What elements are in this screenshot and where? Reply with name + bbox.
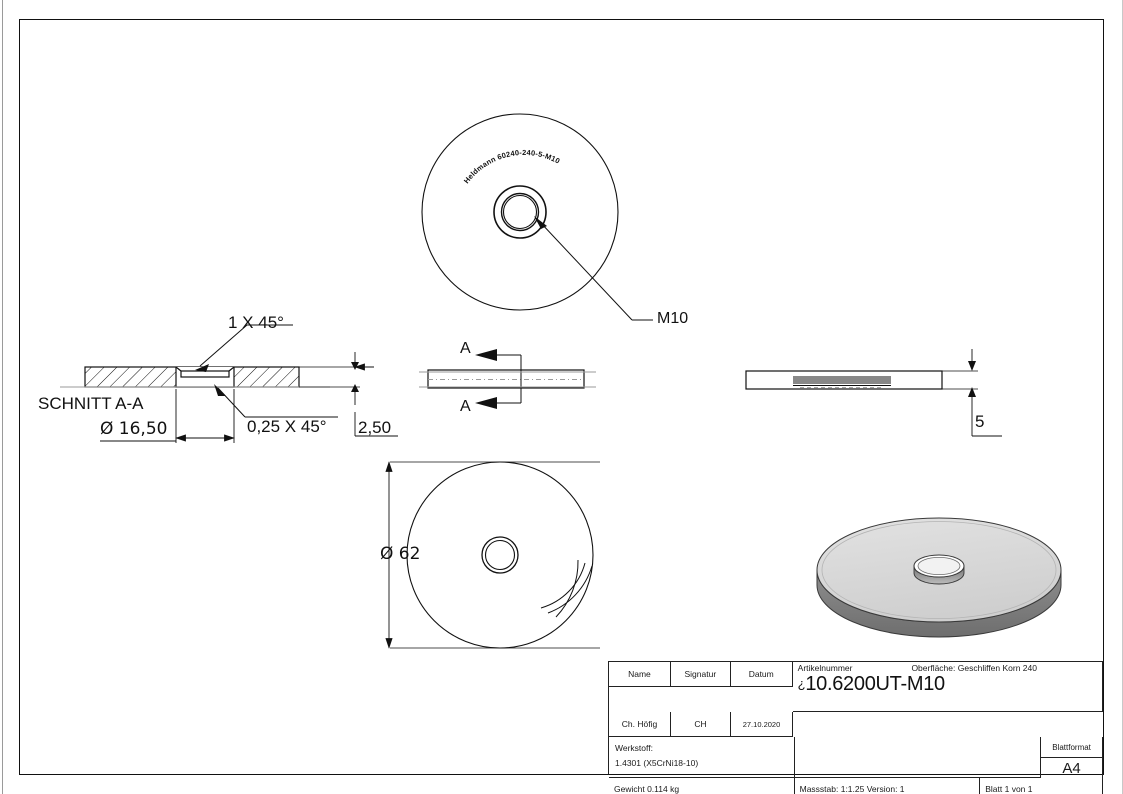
title-block-row-footer: Gewicht 0.114 kg Massstab: 1:1.25 Versio…	[609, 778, 1103, 794]
sheet-format-value: A4	[1062, 759, 1081, 777]
outer-diameter-dimension: Ø 62	[380, 544, 421, 564]
material-label: Werkstoff:	[615, 743, 653, 753]
counterbore-depth-dimension: 2,50	[358, 418, 392, 437]
title-block: Name Signatur Datum Artikelnummer Oberfl…	[608, 661, 1103, 794]
material-value: 1.4301 (X5CrNi18-10)	[615, 758, 699, 768]
surface-value: Geschliffen Korn 240	[957, 663, 1037, 673]
section-title-label: SCHNITT A-A	[38, 394, 144, 413]
article-number-cell: Artikelnummer Oberfläche: Geschliffen Ko…	[792, 662, 1103, 712]
thread-callout-m10: M10	[657, 310, 689, 327]
chamfer-large-dimension: 1 X 45°	[228, 313, 284, 332]
article-number-value: 10.6200UT-M10	[805, 673, 945, 695]
article-prefix-glyph: ¿	[797, 676, 806, 691]
section-mark-a-bottom: A	[460, 398, 471, 415]
article-number-value-line: ¿10.6200UT-M10	[798, 673, 1097, 695]
header-datum: Datum	[730, 662, 793, 687]
page-edge-left	[2, 0, 3, 794]
sheet-format-label: Blattformat	[1041, 737, 1102, 758]
notes-cell	[794, 737, 1042, 778]
material-cell: Werkstoff: 1.4301 (X5CrNi18-10)	[609, 737, 795, 778]
header-signatur: Signatur	[670, 662, 731, 687]
weight-cell: Gewicht 0.114 kg	[609, 778, 795, 794]
chamfer-small-dimension: 0,25 X 45°	[247, 417, 327, 436]
thickness-dimension: 5	[975, 412, 985, 431]
title-block-row-headers: Name Signatur Datum Artikelnummer Oberfl…	[609, 662, 1103, 712]
header-name: Name	[609, 662, 671, 687]
value-name: Ch. Höfig	[609, 712, 671, 737]
surface-finish-text: Oberfläche: Geschliffen Korn 240	[911, 663, 1097, 674]
scale-version-cell: Massstab: 1:1.25 Version: 1	[795, 778, 981, 794]
bore-diameter-dimension: Ø 16,50	[100, 419, 168, 439]
value-datum: 27.10.2020	[731, 712, 793, 737]
title-block-row-values: Ch. Höfig CH 27.10.2020	[609, 712, 1103, 737]
surface-label: Oberfläche:	[911, 663, 956, 673]
article-number-label: Artikelnummer	[797, 663, 853, 673]
sheet-count-cell: Blatt 1 von 1	[980, 778, 1103, 794]
section-mark-a-top: A	[460, 340, 471, 357]
title-block-row-material: Werkstoff: 1.4301 (X5CrNi18-10) Blattfor…	[609, 737, 1103, 778]
value-signatur: CH	[671, 712, 731, 737]
sheet-format-cell: Blattformat A4	[1041, 737, 1103, 778]
